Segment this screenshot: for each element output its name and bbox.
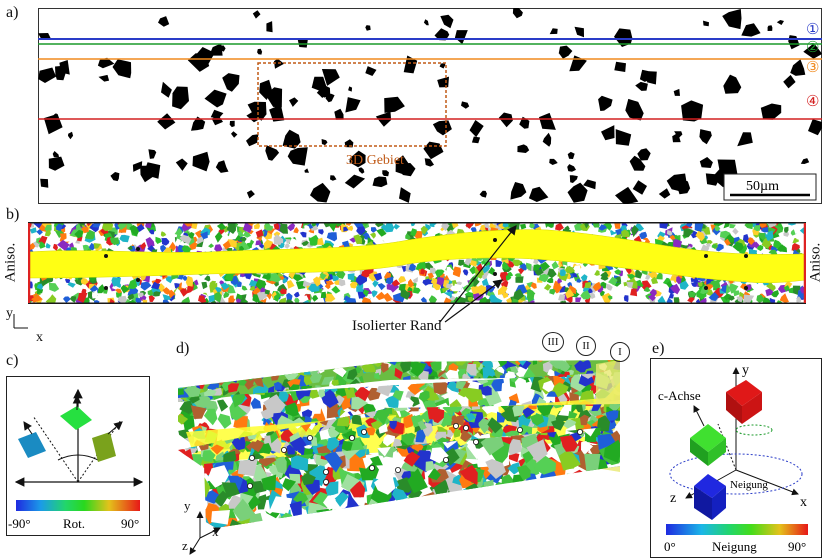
band-dots — [104, 238, 748, 290]
cube-red — [726, 380, 762, 406]
3d-region-label: 3D Gebiet — [346, 153, 404, 168]
scalebar-label: 50µm — [746, 179, 779, 194]
colorbar-e-min: 0° — [664, 539, 676, 554]
cube-blue — [18, 432, 46, 458]
axis-x-e: x — [800, 495, 807, 510]
axis-y-b: y — [6, 306, 13, 321]
marker-1: ① — [806, 22, 820, 38]
tilt-label: Neigung — [730, 479, 768, 491]
black-grains — [38, 8, 822, 204]
axis-z-e: z — [670, 491, 676, 506]
colorbar-e-label: Neigung — [712, 539, 757, 554]
axis-z-d: z — [182, 538, 188, 553]
axis-y-e: y — [742, 363, 749, 378]
colorbar-e — [666, 524, 808, 535]
panel-label-b: b) — [6, 206, 20, 223]
colorbar-c-min: -90° — [8, 516, 31, 531]
marker-2: ② — [806, 40, 820, 56]
marker-3: ③ — [806, 60, 820, 76]
panel-d-3d-block — [178, 360, 620, 555]
boundary-arrow-lower — [444, 279, 503, 323]
c-axis-label: c-Achse — [658, 388, 701, 403]
panel-label-d: d) — [176, 340, 190, 357]
marker-I: I — [610, 342, 630, 362]
panel-b-simulation — [28, 222, 806, 304]
panel-label-c: c) — [6, 352, 19, 369]
3d-region-box — [257, 62, 447, 147]
cube-olive — [92, 432, 116, 462]
isolated-boundary-label: Isolierter Rand — [352, 318, 442, 334]
cube-green — [60, 406, 92, 430]
boundary-arrow-upper — [439, 225, 517, 323]
isolated-band — [28, 229, 806, 284]
surface-dots — [247, 423, 583, 489]
panel-c-rotation: -90° Rot. 90° — [6, 376, 150, 536]
panel-a-micrograph: 3D Gebiet 50µm — [38, 8, 822, 204]
panel-label-e: e) — [652, 340, 665, 357]
colorbar-c — [16, 500, 140, 511]
cube-blue-e — [694, 474, 726, 498]
axis-x-b: x — [36, 330, 43, 345]
axis-x-d: x — [212, 524, 219, 539]
panel-e-tilt: y x z c-Achse Neigung 0° Neigung 90° — [650, 358, 822, 558]
marker-III: III — [542, 332, 564, 352]
colorbar-c-max: 90° — [121, 516, 139, 531]
panel-b-annotations — [13, 225, 517, 329]
colorbar-c-label: Rot. — [63, 516, 85, 531]
marker-II: II — [576, 336, 596, 356]
colorbar-e-max: 90° — [788, 539, 806, 554]
marker-4: ④ — [806, 94, 820, 110]
axis-y-d: y — [184, 498, 191, 513]
panel-label-a: a) — [6, 4, 19, 21]
